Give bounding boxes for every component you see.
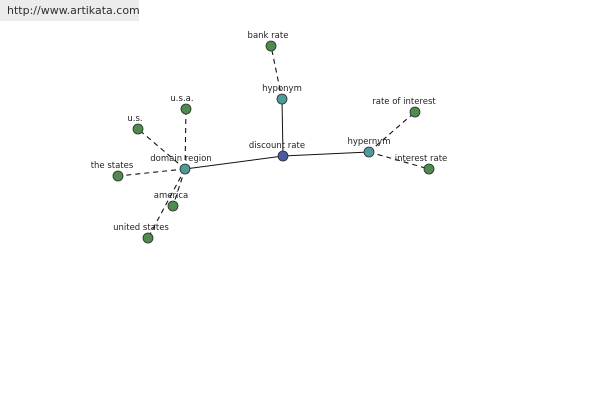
edge-domain-region-the-states: [117, 168, 186, 177]
label-domain-region[interactable]: domain region: [150, 154, 211, 164]
node-united-states[interactable]: [142, 232, 154, 244]
edge-domain-region-us: [137, 128, 186, 170]
edge-hypernym-rate-of-interest: [368, 111, 416, 153]
label-united-states[interactable]: united states: [113, 223, 169, 233]
edge-hypernym-interest-rate: [368, 151, 430, 170]
label-america[interactable]: america: [154, 191, 188, 201]
edge-domain-region-united-states: [147, 168, 186, 239]
label-us[interactable]: u.s.: [127, 114, 142, 124]
source-url[interactable]: http://www.artikata.com: [0, 0, 140, 21]
label-discount-rate[interactable]: discount rate: [249, 141, 305, 151]
edge-domain-region-usa: [184, 108, 187, 170]
nodes: [112, 40, 435, 244]
label-the-states[interactable]: the states: [91, 161, 134, 171]
label-hyponym[interactable]: hyponym: [262, 84, 302, 94]
edge-hyponym-bank-rate: [270, 45, 283, 100]
node-discount-rate[interactable]: [277, 150, 289, 162]
node-the-states[interactable]: [112, 170, 124, 182]
node-usa[interactable]: [180, 103, 192, 115]
label-interest-rate[interactable]: interest rate: [395, 154, 448, 164]
label-hypernym[interactable]: hypernym: [347, 137, 390, 147]
node-domain-region[interactable]: [179, 163, 191, 175]
node-america[interactable]: [167, 200, 179, 212]
edge-discount-rate-hyponym: [281, 98, 284, 157]
node-us[interactable]: [132, 123, 144, 135]
node-bank-rate[interactable]: [265, 40, 277, 52]
labels: discount rate hyponym bank rate hypernym…: [91, 31, 448, 233]
edge-domain-region-america: [172, 168, 186, 207]
edge-discount-rate-domain-region: [184, 155, 284, 170]
edge-discount-rate-hypernym: [282, 151, 370, 157]
node-interest-rate[interactable]: [423, 163, 435, 175]
node-hypernym[interactable]: [363, 146, 375, 158]
node-hyponym[interactable]: [276, 93, 288, 105]
label-rate-of-interest[interactable]: rate of interest: [372, 97, 436, 107]
label-usa[interactable]: u.s.a.: [170, 94, 193, 104]
node-rate-of-interest[interactable]: [409, 106, 421, 118]
label-bank-rate[interactable]: bank rate: [248, 31, 289, 41]
edges: [117, 45, 430, 239]
